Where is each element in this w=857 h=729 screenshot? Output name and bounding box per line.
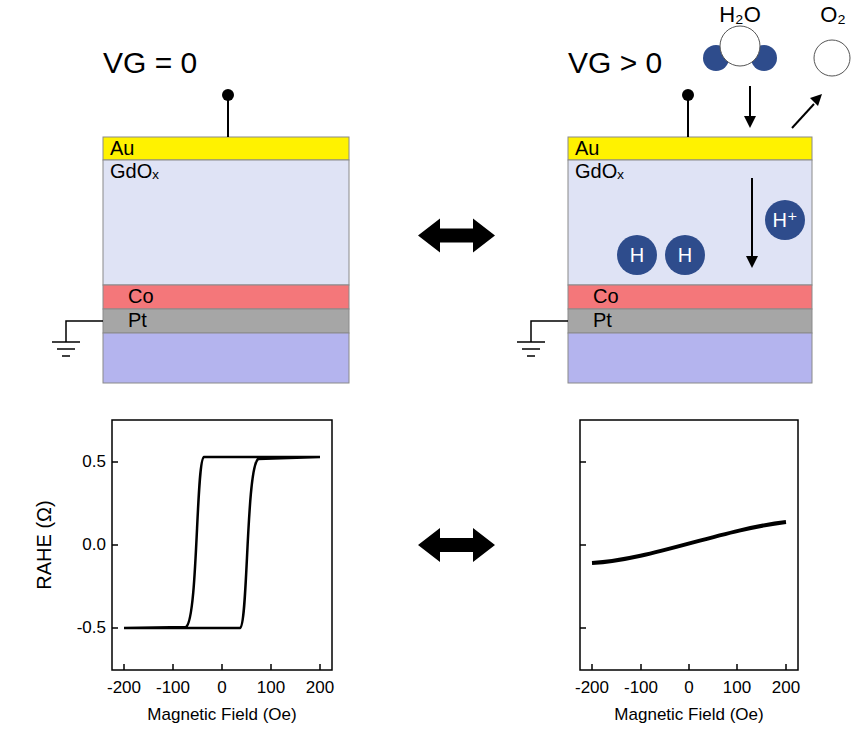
film-layer: GdOₓH H H⁺ — [568, 160, 812, 285]
ground-symbol — [527, 355, 535, 357]
gate-wire — [687, 96, 689, 137]
ground-symbol — [52, 341, 80, 343]
ground-symbol — [522, 348, 540, 350]
molecule-label: H₂O — [719, 3, 761, 27]
tick-label: 0.5 — [82, 453, 106, 472]
au-layer — [568, 137, 812, 160]
tick-label: 0 — [684, 679, 693, 698]
tick-label: 100 — [257, 679, 285, 698]
double-arrow — [418, 528, 495, 562]
ground-symbol — [57, 348, 75, 350]
hydrogen-ion: H — [665, 235, 705, 275]
pt-layer — [103, 309, 349, 333]
flow-arrow — [749, 86, 751, 118]
axis-ticks — [112, 462, 320, 670]
layer-label: Co — [593, 285, 619, 308]
gate-terminal — [222, 89, 234, 101]
arrow-head — [746, 256, 758, 268]
gdox-layer — [568, 160, 812, 285]
ground-wire — [531, 321, 568, 342]
tick-label: -200 — [575, 679, 609, 698]
axis-title: Magnetic Field (Oe) — [147, 706, 296, 725]
co-layer — [568, 285, 812, 309]
layer-label: Au — [110, 137, 134, 160]
plot-frame — [112, 420, 332, 670]
film-layer: Co — [568, 285, 812, 309]
molecule-label: O₂ — [820, 3, 846, 27]
ion-label: H — [630, 245, 644, 265]
gate-voltage: VG = 0 — [103, 46, 197, 79]
hysteresis-loop — [124, 457, 320, 628]
flow-arrow — [792, 104, 814, 128]
tick-label: 200 — [772, 679, 800, 698]
tick-label: 100 — [723, 679, 751, 698]
hydrogen-ion: H⁺ — [765, 200, 805, 240]
film-layer: Au — [103, 137, 349, 160]
hydrogen-ion: H — [617, 235, 657, 275]
ion-label: H — [678, 245, 692, 265]
tick-label: -100 — [624, 679, 658, 698]
ground-symbol — [517, 341, 545, 343]
layer-label: Pt — [128, 309, 147, 332]
film-layer: Pt — [103, 309, 349, 333]
film-layer: Co — [103, 285, 349, 309]
substrate — [103, 333, 349, 383]
tick-label: -100 — [156, 679, 190, 698]
ground-symbol — [62, 355, 70, 357]
pt-layer — [568, 309, 812, 333]
hall-curve — [592, 522, 786, 563]
plot-frame — [580, 420, 798, 670]
substrate — [568, 333, 812, 383]
axis-title: RAHE (Ω) — [33, 500, 55, 589]
layer-label: Pt — [593, 309, 612, 332]
layer-label: Au — [575, 137, 599, 160]
gate-voltage: VG > 0 — [568, 46, 662, 79]
ground-wire — [66, 321, 103, 342]
co-layer — [103, 285, 349, 309]
tick-label: 200 — [306, 679, 334, 698]
tick-label: -0.5 — [77, 619, 106, 638]
layer-label: GdOₓ — [575, 160, 624, 183]
proton-arrow — [751, 178, 753, 258]
arrow-head — [810, 94, 822, 106]
gate-terminal — [682, 89, 694, 101]
axis-ticks — [580, 462, 786, 670]
arrow-head — [744, 116, 756, 128]
film-layer: GdOₓ — [103, 160, 349, 285]
film-layer: Pt — [568, 309, 812, 333]
layer-label: Co — [128, 285, 154, 308]
oxygen-atom — [720, 26, 760, 66]
axis-title: Magnetic Field (Oe) — [614, 706, 763, 725]
gdox-layer — [103, 160, 349, 285]
tick-label: -200 — [107, 679, 141, 698]
double-arrow — [418, 219, 495, 253]
film-layer: Au — [568, 137, 812, 160]
tick-label: 0.0 — [82, 536, 106, 555]
tick-label: 0 — [217, 679, 226, 698]
layer-label: GdOₓ — [110, 160, 159, 183]
oxygen-molecule — [814, 40, 850, 76]
gate-wire — [227, 96, 229, 137]
au-layer — [103, 137, 349, 160]
ion-label: H⁺ — [773, 210, 798, 230]
